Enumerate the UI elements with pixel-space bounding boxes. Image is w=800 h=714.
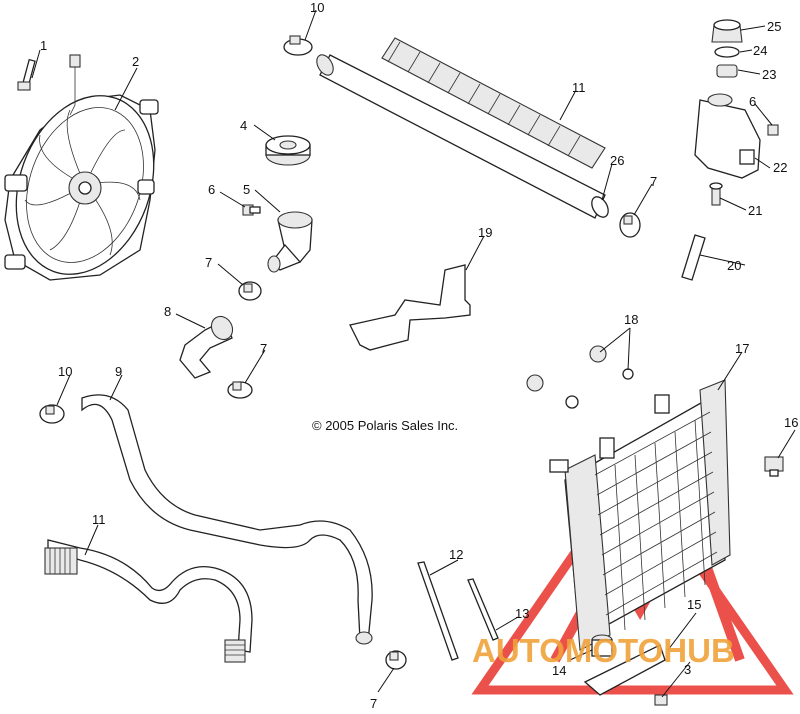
callout-numbers: 1 2 4 10 6 5 7 8 7 10 9 11 11 26 7 19 25…: [40, 0, 798, 711]
hose-part-20: [681, 234, 706, 281]
rod-part-12: [417, 561, 459, 661]
callout-1: 1: [40, 38, 47, 53]
screw-part-6-left: [242, 204, 261, 216]
callout-9: 9: [115, 364, 122, 379]
callout-7-b: 7: [260, 341, 267, 356]
screw-part-3: [654, 694, 668, 706]
bracket-part-15: [583, 644, 666, 696]
clamp-part-7-d: [619, 212, 641, 238]
callout-6-left: 6: [208, 182, 215, 197]
fan-assembly: [4, 54, 159, 281]
callout-26: 26: [610, 153, 624, 168]
callout-16: 16: [784, 415, 798, 430]
bushing-part-14: [591, 634, 613, 657]
callout-11-bottom: 11: [92, 512, 106, 527]
clamp-part-7-c: [385, 650, 407, 670]
reservoir-tank-part-22: [694, 93, 761, 179]
callout-5: 5: [243, 182, 250, 197]
radiator-cap-part-4: [265, 135, 311, 166]
leader-lines: [31, 9, 796, 698]
watermark-text: AUTOMOTOHUB: [472, 632, 735, 669]
callout-17: 17: [735, 341, 749, 356]
hose-part-11-top: [381, 37, 606, 169]
cap-stack-parts-23-25: [711, 19, 743, 78]
callout-6-right: 6: [749, 94, 756, 109]
callout-4: 4: [240, 118, 247, 133]
filler-neck-part-5: [267, 211, 313, 273]
callout-25: 25: [767, 19, 781, 34]
callout-18: 18: [624, 312, 638, 327]
clamp-part-7-b: [227, 381, 253, 399]
hose-part-11-bottom: [44, 539, 253, 663]
callout-7-d: 7: [650, 174, 657, 189]
callout-22: 22: [773, 160, 787, 175]
callout-3: 3: [684, 662, 691, 677]
callout-14: 14: [552, 663, 566, 678]
callout-11-top: 11: [572, 80, 586, 95]
callout-19: 19: [478, 225, 492, 240]
callout-10-top: 10: [310, 0, 324, 15]
callout-20: 20: [727, 258, 741, 273]
radiator-part-17: [549, 379, 731, 651]
callout-21: 21: [748, 203, 762, 218]
clamp-part-10-top: [283, 35, 313, 56]
bolt-part-16: [764, 456, 784, 477]
clamp-part-10-left: [39, 404, 65, 424]
bracket-part-19: [349, 264, 471, 351]
callout-13: 13: [515, 606, 529, 621]
tube-part-26: [316, 54, 609, 219]
bolt-part-1: [17, 58, 36, 91]
callout-15: 15: [687, 597, 701, 612]
screw-part-6-right: [767, 124, 779, 136]
callout-12: 12: [449, 547, 463, 562]
callout-23: 23: [762, 67, 776, 82]
copyright-notice: © 2005 Polaris Sales Inc.: [312, 418, 458, 433]
fitting-part-21: [709, 182, 723, 206]
rod-part-13: [467, 578, 499, 641]
callout-7-c: 7: [370, 696, 377, 711]
clamp-part-7-a: [238, 281, 262, 301]
callout-7-a: 7: [205, 255, 212, 270]
hose-part-9: [81, 394, 373, 645]
callout-2: 2: [132, 54, 139, 69]
grommets-part-18: [526, 345, 634, 409]
callout-24: 24: [753, 43, 767, 58]
callout-10-left: 10: [58, 364, 72, 379]
callout-8: 8: [164, 304, 171, 319]
hose-part-8: [179, 315, 234, 379]
